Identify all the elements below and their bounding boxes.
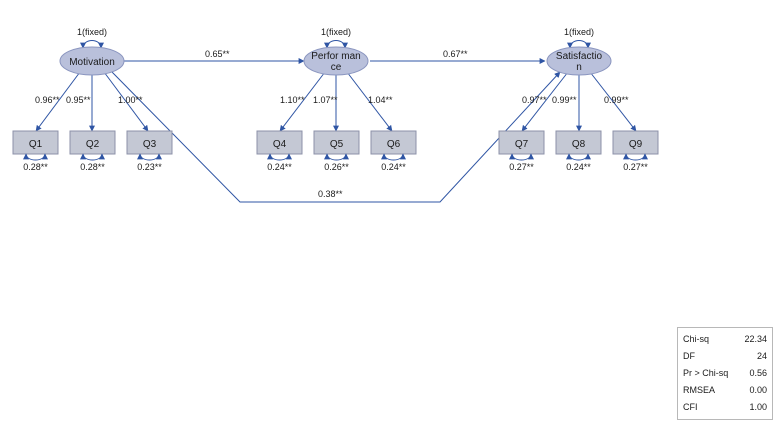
error-loop-q9 [623, 153, 648, 161]
error-label-q7: 0.27** [509, 162, 534, 172]
indicator-q4[interactable]: Q4 0.24** [256, 130, 303, 172]
variance-loop-motivation [80, 40, 104, 49]
indicator-label-q6: Q6 [387, 139, 401, 150]
error-label-q5: 0.26** [324, 162, 349, 172]
indicator-label-q7: Q7 [515, 139, 529, 150]
path-label-motivation-satisfaction: 0.38** [318, 189, 343, 199]
node-label-performance-line2: ce [331, 62, 342, 73]
indicator-q5[interactable]: Q5 0.26** [313, 130, 360, 172]
indicator-label-q1: Q1 [29, 139, 43, 150]
error-loop-q6 [381, 153, 406, 161]
fit-row-rmsea: RMSEA 0.00 [683, 382, 767, 399]
error-label-q1: 0.28** [23, 162, 48, 172]
fit-row-df: DF 24 [683, 348, 767, 365]
loading-label-q5: 1.07** [313, 95, 338, 105]
loading-label-q8: 0.99** [552, 95, 577, 105]
loading-label-q9: 0.99** [604, 95, 629, 105]
error-loop-q1 [23, 153, 48, 161]
node-ellipse-motivation [59, 46, 125, 76]
error-label-q6: 0.24** [381, 162, 406, 172]
fit-label: DF [683, 351, 695, 361]
indicator-label-q5: Q5 [330, 139, 344, 150]
loading-label-q4: 1.10** [280, 95, 305, 105]
indicator-q9[interactable]: Q9 0.27** [612, 130, 659, 172]
node-ellipse-satisfaction [546, 46, 612, 76]
node-label-satisfaction-line2: n [576, 62, 582, 73]
latent-satisfaction[interactable]: 1(fixed) Satisfactio n [546, 27, 612, 76]
fit-label: Pr > Chi-sq [683, 368, 729, 378]
error-loop-q7 [509, 153, 534, 161]
loading-q4 [279, 71, 326, 132]
fit-row-pr-chi-sq: Pr > Chi-sq 0.56 [683, 365, 767, 382]
indicator-label-q4: Q4 [273, 139, 287, 150]
fit-row-cfi: CFI 1.00 [683, 399, 767, 416]
variance-loop-satisfaction [567, 40, 591, 49]
error-label-q8: 0.24** [566, 162, 591, 172]
loading-q6 [346, 71, 393, 132]
error-loop-q8 [566, 153, 591, 161]
error-label-q9: 0.27** [623, 162, 648, 172]
loading-label-q2: 0.95** [66, 95, 91, 105]
loading-q1 [35, 71, 81, 132]
node-label-satisfaction-line1: Satisfactio [556, 51, 603, 62]
indicator-label-q3: Q3 [143, 139, 157, 150]
error-loop-q5 [324, 153, 349, 161]
indicator-q8[interactable]: Q8 0.24** [555, 130, 602, 172]
variance-label-performance: 1(fixed) [321, 27, 351, 37]
error-label-q4: 0.24** [267, 162, 292, 172]
indicator-q6[interactable]: Q6 0.24** [370, 130, 417, 172]
fit-value: 1.00 [749, 402, 767, 412]
fit-label: RMSEA [683, 385, 716, 395]
indicator-label-q8: Q8 [572, 139, 586, 150]
error-loop-q4 [267, 153, 292, 161]
indicator-q2[interactable]: Q2 0.28** [69, 130, 116, 172]
fit-value: 0.56 [749, 368, 767, 378]
error-label-q2: 0.28** [80, 162, 105, 172]
loading-q9 [589, 71, 637, 132]
loading-label-q3: 1.00** [118, 95, 143, 105]
fit-label: CFI [683, 402, 698, 412]
node-label-motivation: Motivation [69, 57, 115, 68]
error-loop-q3 [137, 153, 162, 161]
fit-label: Chi-sq [683, 334, 710, 344]
variance-loop-performance [324, 40, 348, 49]
variance-label-motivation: 1(fixed) [77, 27, 107, 37]
indicator-q3[interactable]: Q3 0.23** [126, 130, 173, 172]
loading-q3 [103, 71, 149, 132]
node-label-performance-line1: Perfor man [311, 51, 360, 62]
path-label-performance-satisfaction: 0.67** [443, 49, 468, 59]
indicator-label-q2: Q2 [86, 139, 100, 150]
loading-label-q6: 1.04** [368, 95, 393, 105]
loading-q7 [521, 71, 569, 132]
fit-row-chi-sq: Chi-sq 22.34 [683, 331, 767, 348]
indicator-q1[interactable]: Q1 0.28** [12, 130, 59, 172]
indicator-q7[interactable]: Q7 0.27** [498, 130, 545, 172]
indicator-label-q9: Q9 [629, 139, 643, 150]
loading-paths: 0.96** 0.95** 1.00** 1.10** 1.07** 1.04*… [35, 71, 637, 132]
path-label-motivation-performance: 0.65** [205, 49, 230, 59]
error-loop-q2 [80, 153, 105, 161]
latent-motivation[interactable]: 1(fixed) Motivation [59, 27, 125, 76]
fit-value: 0.00 [749, 385, 767, 395]
node-ellipse-performance [303, 46, 369, 76]
error-label-q3: 0.23** [137, 162, 162, 172]
loading-label-q1: 0.96** [35, 95, 60, 105]
fit-value: 24 [756, 351, 767, 361]
fit-statistics-table: Chi-sq 22.34 DF 24 Pr > Chi-sq 0.56 RMSE… [677, 327, 773, 420]
latent-performance[interactable]: 1(fixed) Perfor man ce [303, 27, 369, 76]
variance-label-satisfaction: 1(fixed) [564, 27, 594, 37]
fit-value: 22.34 [744, 334, 767, 344]
loading-label-q7: 0.97** [522, 95, 547, 105]
